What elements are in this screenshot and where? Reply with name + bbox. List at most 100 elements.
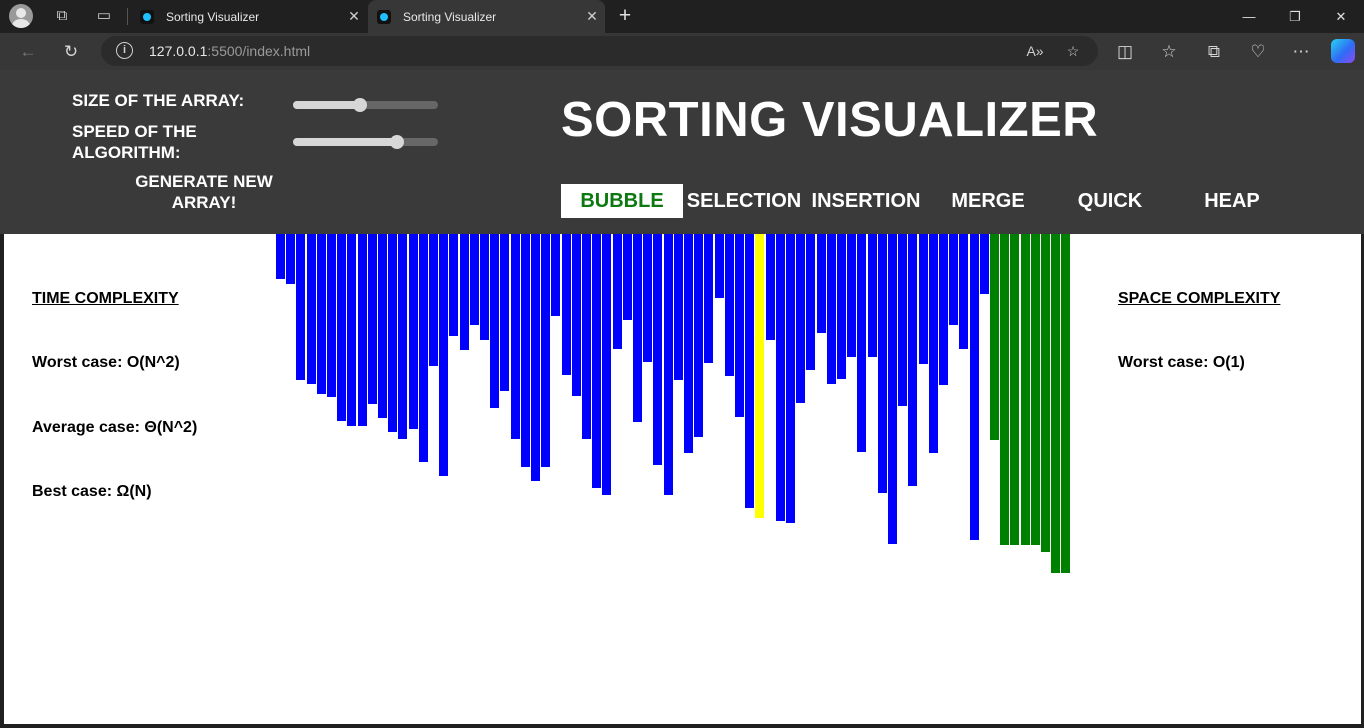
array-size-slider[interactable] (293, 98, 438, 112)
array-bar (837, 234, 846, 379)
speed-slider-thumb[interactable] (390, 135, 405, 149)
workspaces-icon[interactable]: ⧉ (56, 7, 68, 24)
tab-close-icon[interactable]: ✕ (586, 8, 598, 24)
minimize-icon[interactable]: — (1242, 9, 1256, 24)
array-bar (796, 234, 806, 403)
tab-title: Sorting Visualizer (166, 9, 260, 24)
array-size-slider-thumb[interactable] (352, 98, 367, 112)
array-bar (724, 234, 734, 376)
array-bar (469, 234, 479, 325)
array-bar (735, 234, 744, 417)
array-bar (745, 234, 755, 508)
array-bar (490, 234, 500, 408)
array-bar (316, 234, 326, 394)
tab-title: Sorting Visualizer (403, 9, 497, 24)
visualizer-area: TIME COMPLEXITY Worst case: O(N^2) Avera… (4, 234, 1361, 724)
array-bar (949, 234, 959, 325)
generate-array-button[interactable]: GENERATE NEW ARRAY! (120, 171, 288, 213)
array-bar (561, 234, 571, 375)
array-bar (939, 234, 948, 385)
profile-avatar-icon[interactable] (9, 4, 33, 28)
array-bar (1000, 234, 1010, 545)
array-bar (388, 234, 398, 432)
array-bar (551, 234, 561, 316)
site-info-icon[interactable]: i (116, 42, 133, 59)
array-bar (429, 234, 438, 366)
array-bar (867, 234, 877, 357)
browser-titlebar: ⧉ ▭ Sorting Visualizer ✕ Sorting Visuali… (0, 0, 1364, 33)
time-average-case: Average case: Θ(N^2) (32, 419, 198, 436)
tab-favicon-icon (377, 9, 391, 24)
url-path: :5500/index.html (207, 43, 311, 59)
read-aloud-icon[interactable]: A» (1026, 43, 1044, 59)
array-bar (755, 234, 765, 518)
array-bars (276, 234, 1096, 594)
array-bar (571, 234, 581, 396)
tab-actions-icon[interactable]: ▭ (96, 7, 112, 24)
array-bar (520, 234, 530, 467)
array-bar (602, 234, 612, 495)
collections-icon[interactable]: ⧉ (1207, 42, 1221, 61)
array-bar (704, 234, 714, 363)
array-bar (826, 234, 836, 384)
array-bar (378, 234, 387, 418)
speed-slider-fill (293, 138, 398, 146)
array-bar (510, 234, 520, 439)
tab-close-icon[interactable]: ✕ (348, 8, 360, 24)
close-window-icon[interactable]: ✕ (1335, 9, 1347, 24)
time-worst-case: Worst case: O(N^2) (32, 354, 180, 371)
array-bar (969, 234, 979, 540)
favorites-icon[interactable]: ☆ (1161, 42, 1177, 61)
restore-icon[interactable]: ❐ (1289, 9, 1301, 24)
speed-label: SPEED OF THE ALGORITHM: (72, 121, 197, 163)
array-bar (663, 234, 673, 495)
array-bar (1041, 234, 1050, 552)
tab-separator (127, 8, 128, 25)
array-bar (1010, 234, 1020, 545)
tab-heap-sort[interactable]: HEAP (1204, 190, 1260, 212)
array-bar (633, 234, 642, 422)
new-tab-icon[interactable]: + (618, 4, 632, 27)
tab-favicon-icon (140, 9, 154, 24)
array-bar (337, 234, 347, 421)
array-bar (959, 234, 969, 349)
browser-essentials-icon[interactable]: ♡ (1250, 42, 1266, 61)
array-bar (765, 234, 775, 340)
array-bar (531, 234, 540, 481)
split-screen-icon[interactable]: ◫ (1116, 42, 1134, 61)
tab-insertion-sort[interactable]: INSERTION (811, 190, 921, 212)
speed-slider[interactable] (293, 135, 438, 149)
favorite-star-icon[interactable]: ☆ (1066, 43, 1080, 59)
generate-label-line1: GENERATE NEW (135, 172, 273, 191)
refresh-icon[interactable]: ↻ (63, 42, 79, 61)
array-bar (449, 234, 459, 336)
copilot-icon[interactable] (1331, 39, 1355, 63)
array-bar (592, 234, 602, 488)
browser-tab-2[interactable]: Sorting Visualizer ✕ (368, 0, 605, 33)
array-bar (480, 234, 489, 340)
page-title: SORTING VISUALIZER (561, 93, 1099, 147)
array-bar (612, 234, 622, 349)
space-worst-case: Worst case: O(1) (1118, 354, 1245, 371)
time-best-case: Best case: Ω(N) (32, 483, 152, 500)
tab-quick-sort[interactable]: QUICK (1077, 190, 1143, 212)
array-bar (806, 234, 816, 370)
browser-tab-1[interactable]: Sorting Visualizer ✕ (131, 0, 367, 33)
array-bar (276, 234, 285, 279)
address-bar[interactable]: i 127.0.0.1:5500/index.html A» ☆ (101, 36, 1098, 66)
array-size-slider-fill (293, 101, 360, 109)
array-bar (296, 234, 306, 380)
browser-toolbar: ← ↻ i 127.0.0.1:5500/index.html A» ☆ ◫ ☆… (0, 33, 1364, 70)
more-menu-icon[interactable]: ⋯ (1292, 42, 1310, 61)
tab-selection-sort[interactable]: SELECTION (686, 190, 802, 212)
array-bar (847, 234, 857, 357)
speed-label-line2: ALGORITHM: (72, 143, 181, 162)
back-icon[interactable]: ← (19, 42, 37, 61)
tab-merge-sort[interactable]: MERGE (951, 190, 1025, 212)
url-host: 127.0.0.1 (149, 43, 208, 59)
tab-bubble-sort[interactable]: BUBBLE (561, 184, 683, 218)
array-bar (398, 234, 408, 439)
generate-label-line2: ARRAY! (171, 193, 237, 212)
array-bar (1061, 234, 1071, 573)
array-bar (286, 234, 296, 284)
